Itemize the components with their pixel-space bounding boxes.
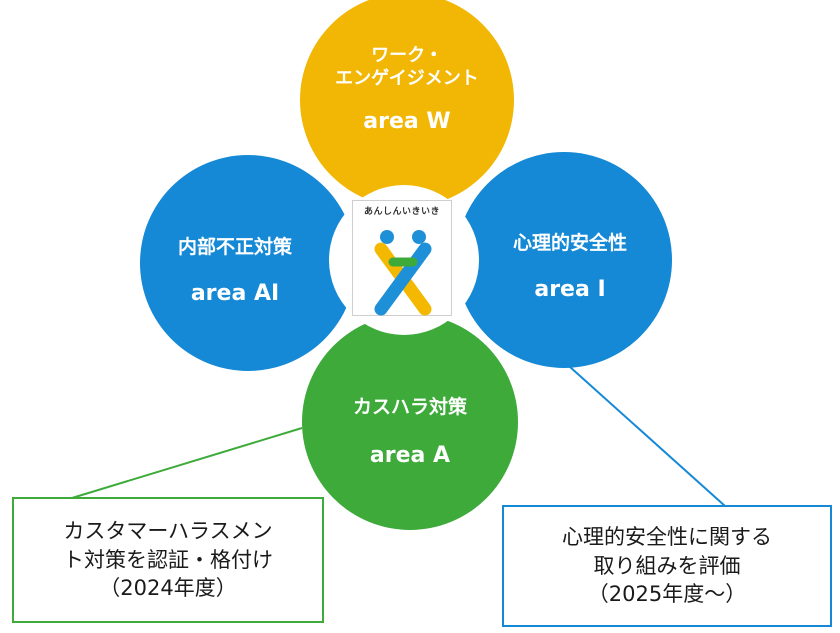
harassment-code: area A bbox=[369, 442, 451, 468]
harassment-note-line2: ト対策を認証・格付け bbox=[63, 547, 273, 572]
harassment-circle bbox=[302, 314, 518, 530]
psych-safety-note-line3: （2025年度～） bbox=[587, 582, 747, 607]
psych-safety-label: 心理的安全性 area I bbox=[485, 232, 655, 303]
harassment-title: カスハラ対策 bbox=[352, 396, 467, 418]
person-figure-logo-icon bbox=[374, 230, 432, 316]
psych-safety-circle bbox=[456, 152, 672, 368]
psych-safety-title: 心理的安全性 bbox=[512, 232, 627, 254]
work-engagement-circle bbox=[300, 0, 514, 207]
work-engagement-code: area W bbox=[363, 109, 451, 134]
internal-fraud-circle bbox=[140, 155, 356, 371]
harassment-note-line3: （2024年度） bbox=[99, 576, 237, 601]
internal-fraud-label: 内部不正対策 area AI bbox=[150, 236, 320, 307]
harassment-note-line1: カスタマーハラスメン bbox=[63, 519, 273, 544]
work-engagement-title-line1: ワーク・ bbox=[371, 45, 443, 66]
psych-safety-note-box: 心理的安全性に関する 取り組みを評価 （2025年度～） bbox=[502, 505, 832, 627]
psych-safety-note-line1: 心理的安全性に関する bbox=[562, 525, 772, 550]
psych-safety-connector-line bbox=[559, 357, 726, 507]
harassment-note-box: カスタマーハラスメン ト対策を認証・格付け （2024年度） bbox=[12, 497, 324, 623]
center-logo: あんしんいきいき bbox=[352, 200, 452, 316]
harassment-connector-line bbox=[71, 427, 303, 499]
psych-safety-code: area I bbox=[534, 276, 606, 302]
psych-safety-note-line2: 取り組みを評価 bbox=[593, 553, 741, 578]
work-engagement-label: ワーク・ エンゲイジメント area W bbox=[307, 45, 507, 136]
work-engagement-title-line2: エンゲイジメント bbox=[335, 67, 479, 89]
harassment-label: カスハラ対策 area A bbox=[320, 396, 500, 469]
internal-fraud-title: 内部不正対策 bbox=[177, 236, 292, 258]
logo-text: あんしんいきいき bbox=[363, 207, 440, 217]
internal-fraud-code: area AI bbox=[190, 280, 280, 306]
